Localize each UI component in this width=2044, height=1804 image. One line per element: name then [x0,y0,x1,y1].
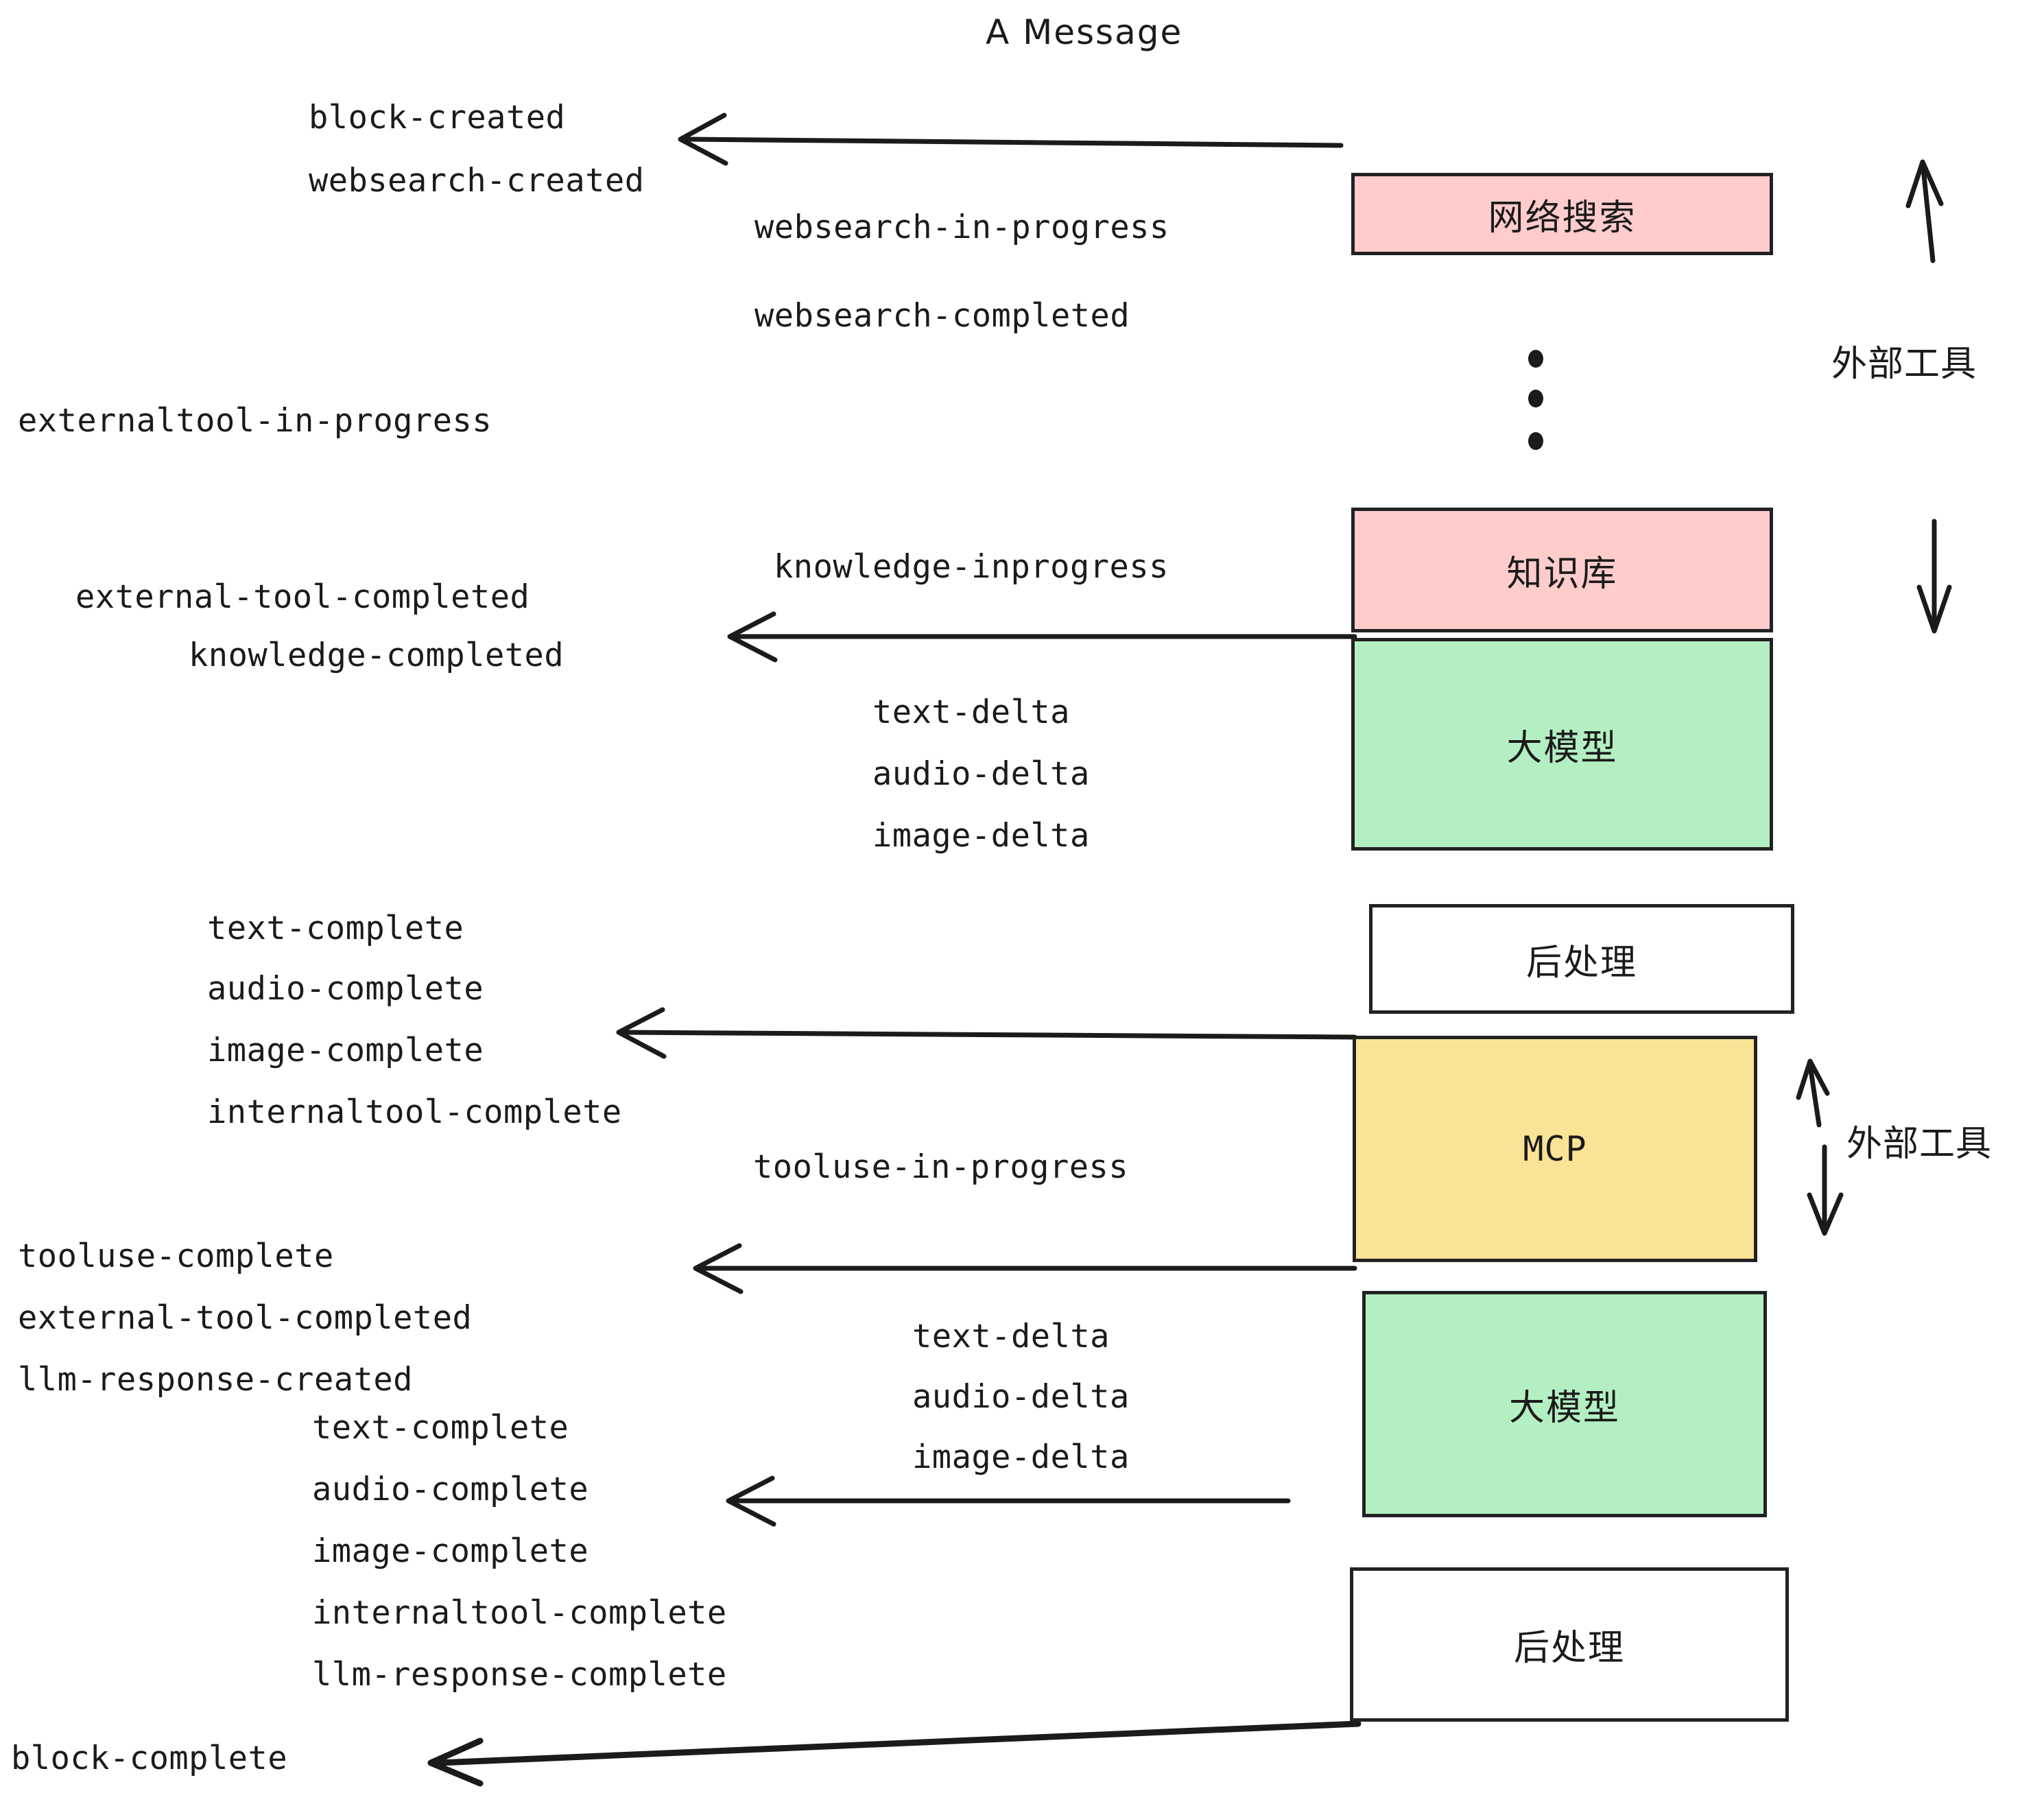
arrow-tooluse-complete [693,1243,1357,1294]
ellipsis-dot-2 [1528,390,1543,407]
box-mcp-label: MCP [1523,1129,1587,1169]
arrow-image-complete-1 [616,1007,1357,1059]
event-internaltool-complete-2: internaltool-complete [312,1594,727,1632]
event-block-created: block-created [309,99,566,137]
event-knowledge-completed: knowledge-completed [189,637,565,674]
event-internaltool-complete-1: internaltool-complete [207,1093,622,1131]
box-llm-bottom-label: 大模型 [1508,1387,1620,1429]
event-image-complete-1: image-complete [207,1032,484,1069]
box-websearch[interactable]: 网络搜索 [1351,173,1773,255]
event-external-tool-completed-2: external-tool-completed [18,1299,473,1337]
box-llm-top[interactable]: 大模型 [1351,638,1773,851]
side-label-external-tools-top: 外部工具 [1831,344,1977,385]
event-tooluse-complete: tooluse-complete [18,1237,334,1275]
box-mcp[interactable]: MCP [1353,1036,1757,1262]
arrow-websearch-created [678,112,1344,166]
box-post-bottom-label: 后处理 [1513,1628,1625,1669]
box-llm-top-label: 大模型 [1506,727,1618,769]
box-post-top[interactable]: 后处理 [1369,904,1794,1014]
event-tooluse-in-progress: tooluse-in-progress [753,1148,1129,1186]
ellipsis-dot-1 [1528,350,1543,368]
event-text-complete-2: text-complete [312,1409,569,1447]
diagram-title: A Message [986,12,1183,52]
arrow-external-tools-top [1905,159,1952,634]
event-knowledge-inprogress: knowledge-inprogress [774,548,1169,586]
event-audio-delta-1: audio-delta [872,755,1090,793]
ellipsis-dot-3 [1528,432,1543,450]
box-websearch-label: 网络搜索 [1488,197,1637,239]
arrow-audio-complete-2 [726,1475,1291,1527]
box-knowledge-label: 知识库 [1506,553,1618,595]
arrow-block-complete [427,1720,1362,1787]
event-text-delta-2: text-delta [912,1318,1110,1355]
event-audio-delta-2: audio-delta [912,1378,1130,1416]
event-websearch-in-progress: websearch-in-progress [754,209,1169,246]
event-text-complete-1: text-complete [207,910,464,947]
event-image-delta-2: image-delta [912,1438,1130,1476]
event-llm-response-complete: llm-response-complete [312,1656,727,1694]
box-knowledge[interactable]: 知识库 [1351,508,1773,632]
box-llm-bottom[interactable]: 大模型 [1362,1291,1767,1517]
event-block-complete: block-complete [11,1740,288,1777]
box-post-bottom[interactable]: 后处理 [1350,1567,1789,1722]
event-audio-complete-2: audio-complete [312,1471,589,1508]
event-llm-response-created: llm-response-created [18,1361,413,1399]
event-image-complete-2: image-complete [312,1532,589,1570]
arrow-external-tools-bottom [1796,1058,1844,1236]
event-externaltool-in-progress: externaltool-in-progress [18,402,492,440]
event-websearch-completed: websearch-completed [754,297,1130,335]
event-text-delta-1: text-delta [872,693,1070,731]
event-audio-complete-1: audio-complete [207,970,484,1008]
event-external-tool-completed-1: external-tool-completed [75,578,530,616]
event-websearch-created: websearch-created [309,162,645,200]
side-label-external-tools-bottom: 外部工具 [1846,1124,1993,1165]
event-image-delta-1: image-delta [872,817,1090,855]
box-post-top-label: 后处理 [1525,942,1637,984]
arrow-knowledge-completed [727,611,1357,663]
